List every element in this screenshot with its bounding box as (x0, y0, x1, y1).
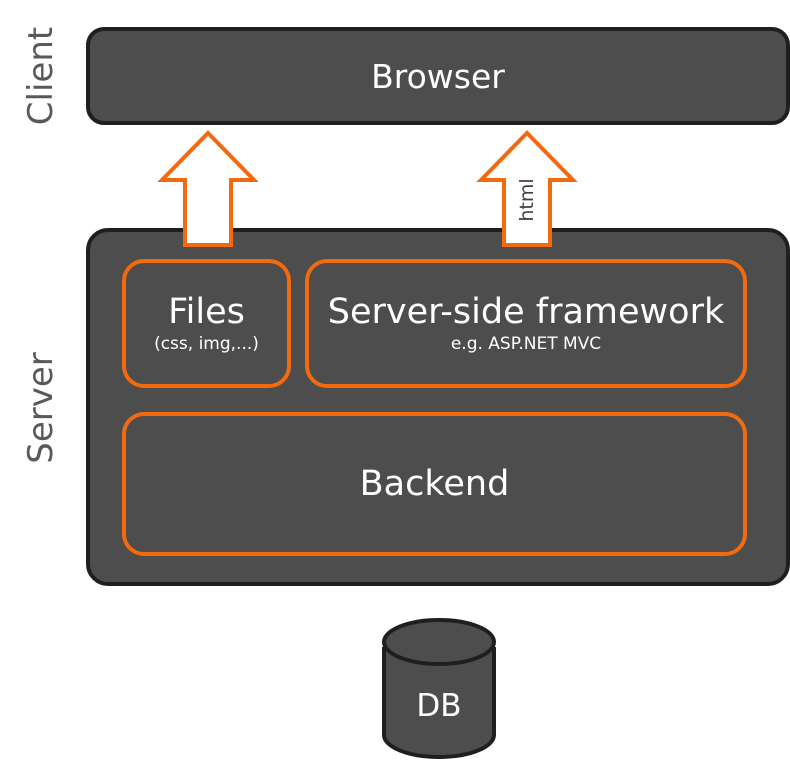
browser-box: Browser (86, 27, 790, 125)
files-subtitle: (css, img,...) (154, 333, 259, 354)
files-title: Files (168, 292, 245, 333)
files-to-browser-arrow (157, 130, 259, 247)
framework-title: Server-side framework (327, 292, 725, 333)
backend-box: Backend (122, 412, 747, 556)
backend-label: Backend (359, 463, 510, 504)
framework-box: Server-side framework e.g. ASP.NET MVC (305, 259, 747, 388)
framework-subtitle: e.g. ASP.NET MVC (450, 333, 602, 354)
db-cylinder (382, 618, 496, 759)
server-container (86, 228, 790, 586)
framework-to-browser-arrow (476, 130, 578, 247)
files-box: Files (css, img,...) (122, 259, 291, 388)
browser-label: Browser (371, 56, 505, 96)
db-label: DB (416, 688, 461, 724)
arrow-html-label: html (516, 178, 538, 221)
